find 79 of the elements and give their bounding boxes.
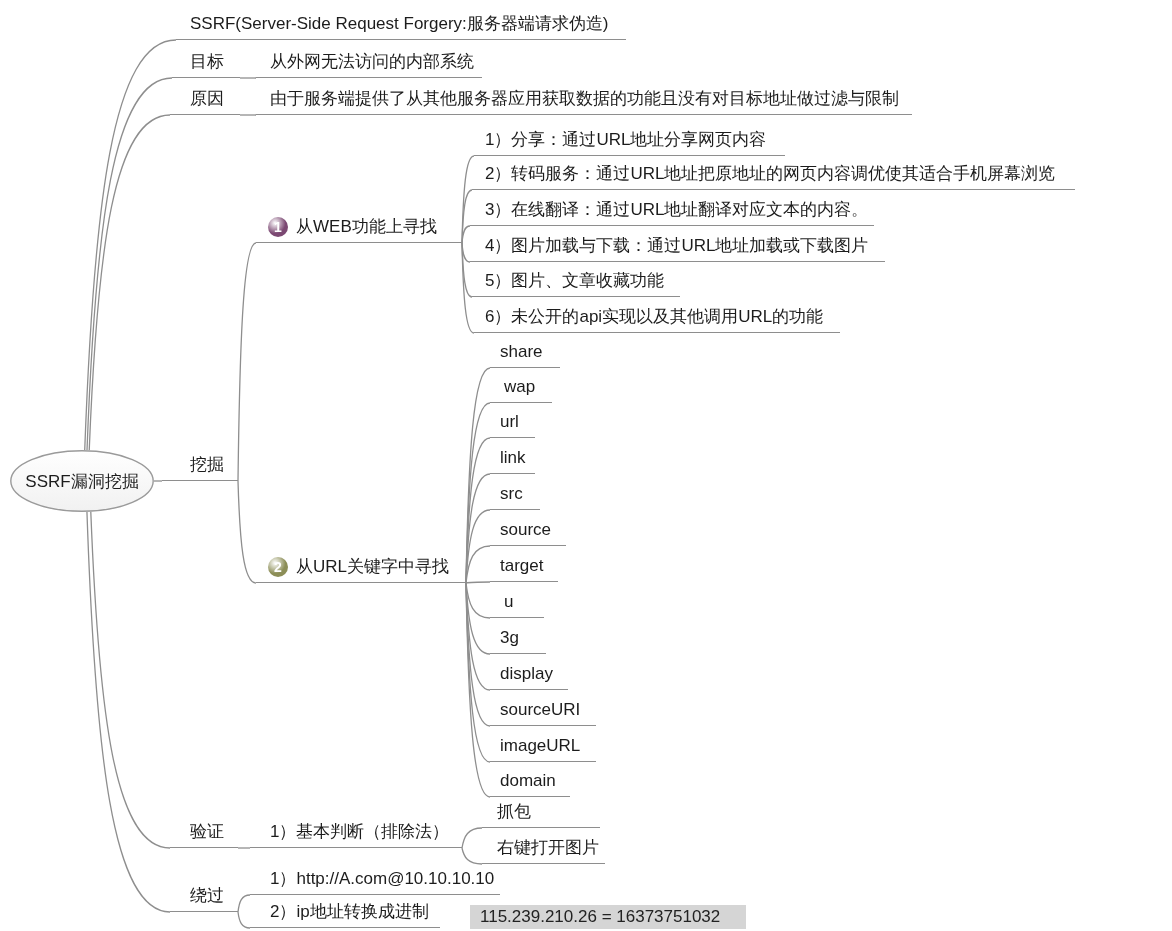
branch-line bbox=[237, 911, 251, 929]
branch-line bbox=[239, 114, 257, 116]
mind-map-topic bbox=[256, 51, 482, 78]
branch-line bbox=[465, 509, 491, 584]
topic-label: 抓包 bbox=[497, 802, 531, 822]
topic-label: source bbox=[500, 520, 552, 540]
topic-label: u bbox=[504, 592, 514, 612]
mind-map-topic bbox=[482, 837, 605, 864]
topic-label: 1）http://A.com@10.10.10.10 bbox=[270, 869, 495, 889]
topic-label: SSRF(Server-Side Request Forgery:服务器端请求伪造) bbox=[190, 14, 609, 34]
branch-line bbox=[461, 847, 483, 865]
branch-line bbox=[84, 39, 177, 451]
branch-line bbox=[86, 511, 171, 913]
branch-line bbox=[237, 242, 257, 482]
mind-map-topic bbox=[256, 216, 462, 243]
root-ellipse bbox=[10, 450, 154, 512]
topic-label: sourceURI bbox=[500, 700, 581, 720]
mind-map-topic bbox=[474, 306, 840, 333]
topic-label: 挖掘 bbox=[190, 455, 224, 475]
topic-label: 从WEB功能上寻找 bbox=[296, 217, 437, 237]
note-text: 115.239.210.26 = 16373751032 bbox=[480, 907, 721, 927]
topic-label: link bbox=[500, 448, 526, 468]
mind-map-topic bbox=[170, 885, 238, 912]
mind-map-topic bbox=[472, 270, 680, 297]
step-number: 1 bbox=[268, 217, 288, 237]
topic-label: 6）未公开的api实现以及其他调用URL的功能 bbox=[485, 307, 824, 327]
topic-label: 2）转码服务：通过URL地址把原地址的网页内容调优使其适合手机屏幕浏览 bbox=[485, 164, 1056, 184]
topic-label: url bbox=[500, 412, 519, 432]
branch-line bbox=[461, 189, 473, 244]
highlight-note bbox=[470, 905, 746, 929]
topic-label: 4）图片加载与下载：通过URL地址加载或下载图片 bbox=[485, 236, 869, 256]
topic-label: 从URL关键字中寻找 bbox=[296, 557, 449, 577]
topic-label: 1）分享：通过URL地址分享网页内容 bbox=[485, 130, 767, 150]
branch-line bbox=[237, 480, 257, 584]
topic-label: 绕过 bbox=[190, 886, 224, 906]
mind-map-topic bbox=[170, 88, 240, 115]
topic-label: 验证 bbox=[190, 822, 224, 842]
mind-map-topic bbox=[470, 199, 875, 226]
mind-map-topic bbox=[250, 901, 440, 928]
topic-label: 2）ip地址转换成进制 bbox=[270, 902, 429, 922]
topic-label: share bbox=[500, 342, 543, 362]
branch-line bbox=[237, 894, 251, 913]
branch-line bbox=[461, 242, 475, 334]
mind-map-topic bbox=[470, 235, 885, 262]
branch-line bbox=[237, 847, 251, 849]
topic-label: 目标 bbox=[190, 52, 224, 72]
topic-label: 从外网无法访问的内部系统 bbox=[270, 52, 474, 72]
mind-map-topic bbox=[170, 821, 238, 848]
topic-label: 右键打开图片 bbox=[497, 838, 599, 858]
mind-map-topic bbox=[482, 801, 600, 828]
mind-map-topic bbox=[162, 454, 238, 481]
branch-line bbox=[153, 480, 163, 482]
topic-label: domain bbox=[500, 771, 556, 791]
mind-map-topic bbox=[176, 13, 626, 40]
topic-label: 1）基本判断（排除法） bbox=[270, 822, 450, 842]
branch-line bbox=[465, 581, 491, 584]
mind-map-topic bbox=[172, 51, 240, 78]
root-label: SSRF漏洞挖掘 bbox=[25, 470, 139, 493]
topic-label: imageURL bbox=[500, 736, 581, 756]
step-number: 2 bbox=[268, 557, 288, 577]
mind-map-topic bbox=[256, 556, 466, 583]
branch-line bbox=[90, 511, 171, 849]
topic-label: target bbox=[500, 556, 544, 576]
branch-line bbox=[465, 582, 491, 798]
topic-label: src bbox=[500, 484, 523, 504]
topic-label: 5）图片、文章收藏功能 bbox=[485, 271, 665, 291]
mind-map-topic bbox=[474, 129, 785, 156]
branch-line bbox=[461, 827, 483, 849]
topic-label: wap bbox=[504, 377, 536, 397]
mind-map-topic bbox=[250, 821, 462, 848]
topic-label: 3）在线翻译：通过URL地址翻译对应文本的内容。 bbox=[485, 200, 869, 220]
topic-label: display bbox=[500, 664, 553, 684]
mind-map-topic bbox=[256, 88, 912, 115]
topic-label: 原因 bbox=[190, 89, 224, 109]
topic-label: 由于服务端提供了从其他服务器应用获取数据的功能且没有对目标地址做过滤与限制 bbox=[270, 89, 899, 109]
mind-map-topic bbox=[472, 163, 1075, 190]
topic-label: 3g bbox=[500, 628, 519, 648]
branch-line bbox=[239, 77, 257, 79]
branch-line bbox=[461, 225, 471, 244]
